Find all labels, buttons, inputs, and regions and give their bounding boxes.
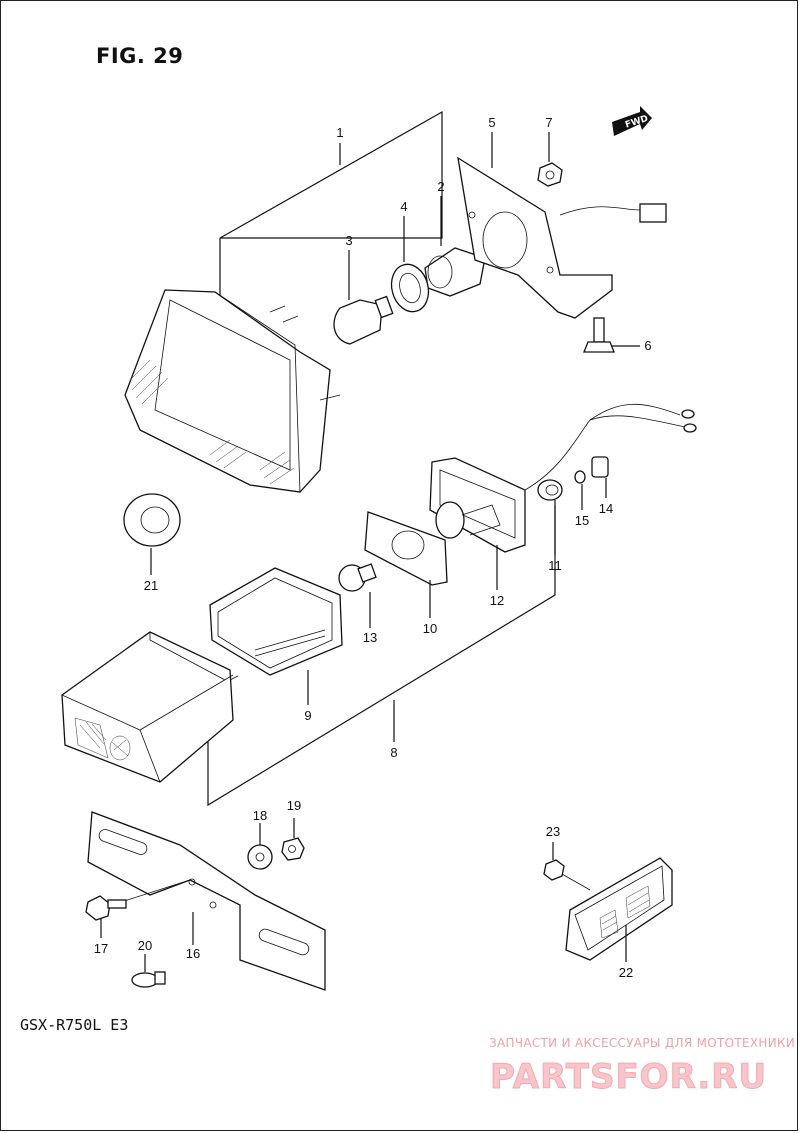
- callout-21: 21: [144, 578, 158, 593]
- part-14-sleeve: [591, 456, 609, 498]
- part-9-lens: [209, 567, 343, 705]
- part-12-lamp-socket-housing: [429, 403, 697, 590]
- callout-15: 15: [575, 513, 589, 528]
- part-4-gasket: [390, 216, 430, 313]
- callout-labels: 1 2 3 4 5 6 7 8 9 10 11 12 13 14 15 16 1…: [94, 115, 652, 980]
- assembly-bracket-1: [219, 110, 443, 300]
- callout-13: 13: [363, 630, 377, 645]
- callout-2: 2: [437, 179, 444, 194]
- part-15-washer: [574, 470, 586, 510]
- part-21-grommet: [123, 493, 181, 575]
- callout-23: 23: [546, 824, 560, 839]
- callout-9: 9: [304, 708, 311, 723]
- part-10-gasket-plate: [364, 511, 448, 618]
- callout-16: 16: [186, 946, 200, 961]
- part-11-grommet: [537, 479, 563, 555]
- callout-11: 11: [548, 558, 562, 573]
- fwd-arrow-badge: FWD: [612, 106, 652, 136]
- callout-17: 17: [94, 941, 108, 956]
- callout-7: 7: [545, 115, 552, 130]
- part-22-reflector: [565, 857, 673, 962]
- callout-22: 22: [619, 965, 633, 980]
- part-13-bulb: [338, 563, 377, 628]
- part-20-bulb: [131, 954, 166, 988]
- callout-5: 5: [488, 115, 495, 130]
- model-code: GSX-R750L E3: [20, 1016, 129, 1034]
- callout-1: 1: [336, 125, 343, 140]
- part-17-bolt: [85, 895, 127, 938]
- callout-8: 8: [390, 745, 397, 760]
- part-8-lamp-case: [61, 631, 239, 783]
- part-1-lamp-housing: [124, 289, 341, 493]
- callout-12: 12: [490, 593, 504, 608]
- watermark-tagline: ЗАПЧАСТИ И АКСЕССУАРЫ ДЛЯ МОТОТЕХНИКИ: [489, 1036, 796, 1050]
- part-23-nut: [543, 842, 591, 891]
- figure-title: FIG. 29: [96, 44, 184, 68]
- callout-6: 6: [644, 338, 651, 353]
- callout-20: 20: [138, 938, 152, 953]
- watermark-logo: PARTSFOR.RU: [490, 1057, 767, 1097]
- part-3-bulb: [333, 250, 394, 345]
- watermark-logo-text: PARTSFOR.RU: [490, 1057, 767, 1096]
- callout-19: 19: [287, 798, 301, 813]
- part-18-washer: [247, 823, 273, 870]
- part-16-license-bracket: [87, 811, 326, 991]
- callout-3: 3: [345, 233, 352, 248]
- part-7-nut: [537, 132, 563, 187]
- callout-10: 10: [423, 621, 437, 636]
- part-6-bolt: [583, 317, 640, 353]
- part-19-nut: [281, 818, 305, 861]
- callout-18: 18: [253, 808, 267, 823]
- callout-4: 4: [400, 199, 407, 214]
- callout-14: 14: [599, 501, 613, 516]
- part-5-bracket-plate: [457, 132, 667, 319]
